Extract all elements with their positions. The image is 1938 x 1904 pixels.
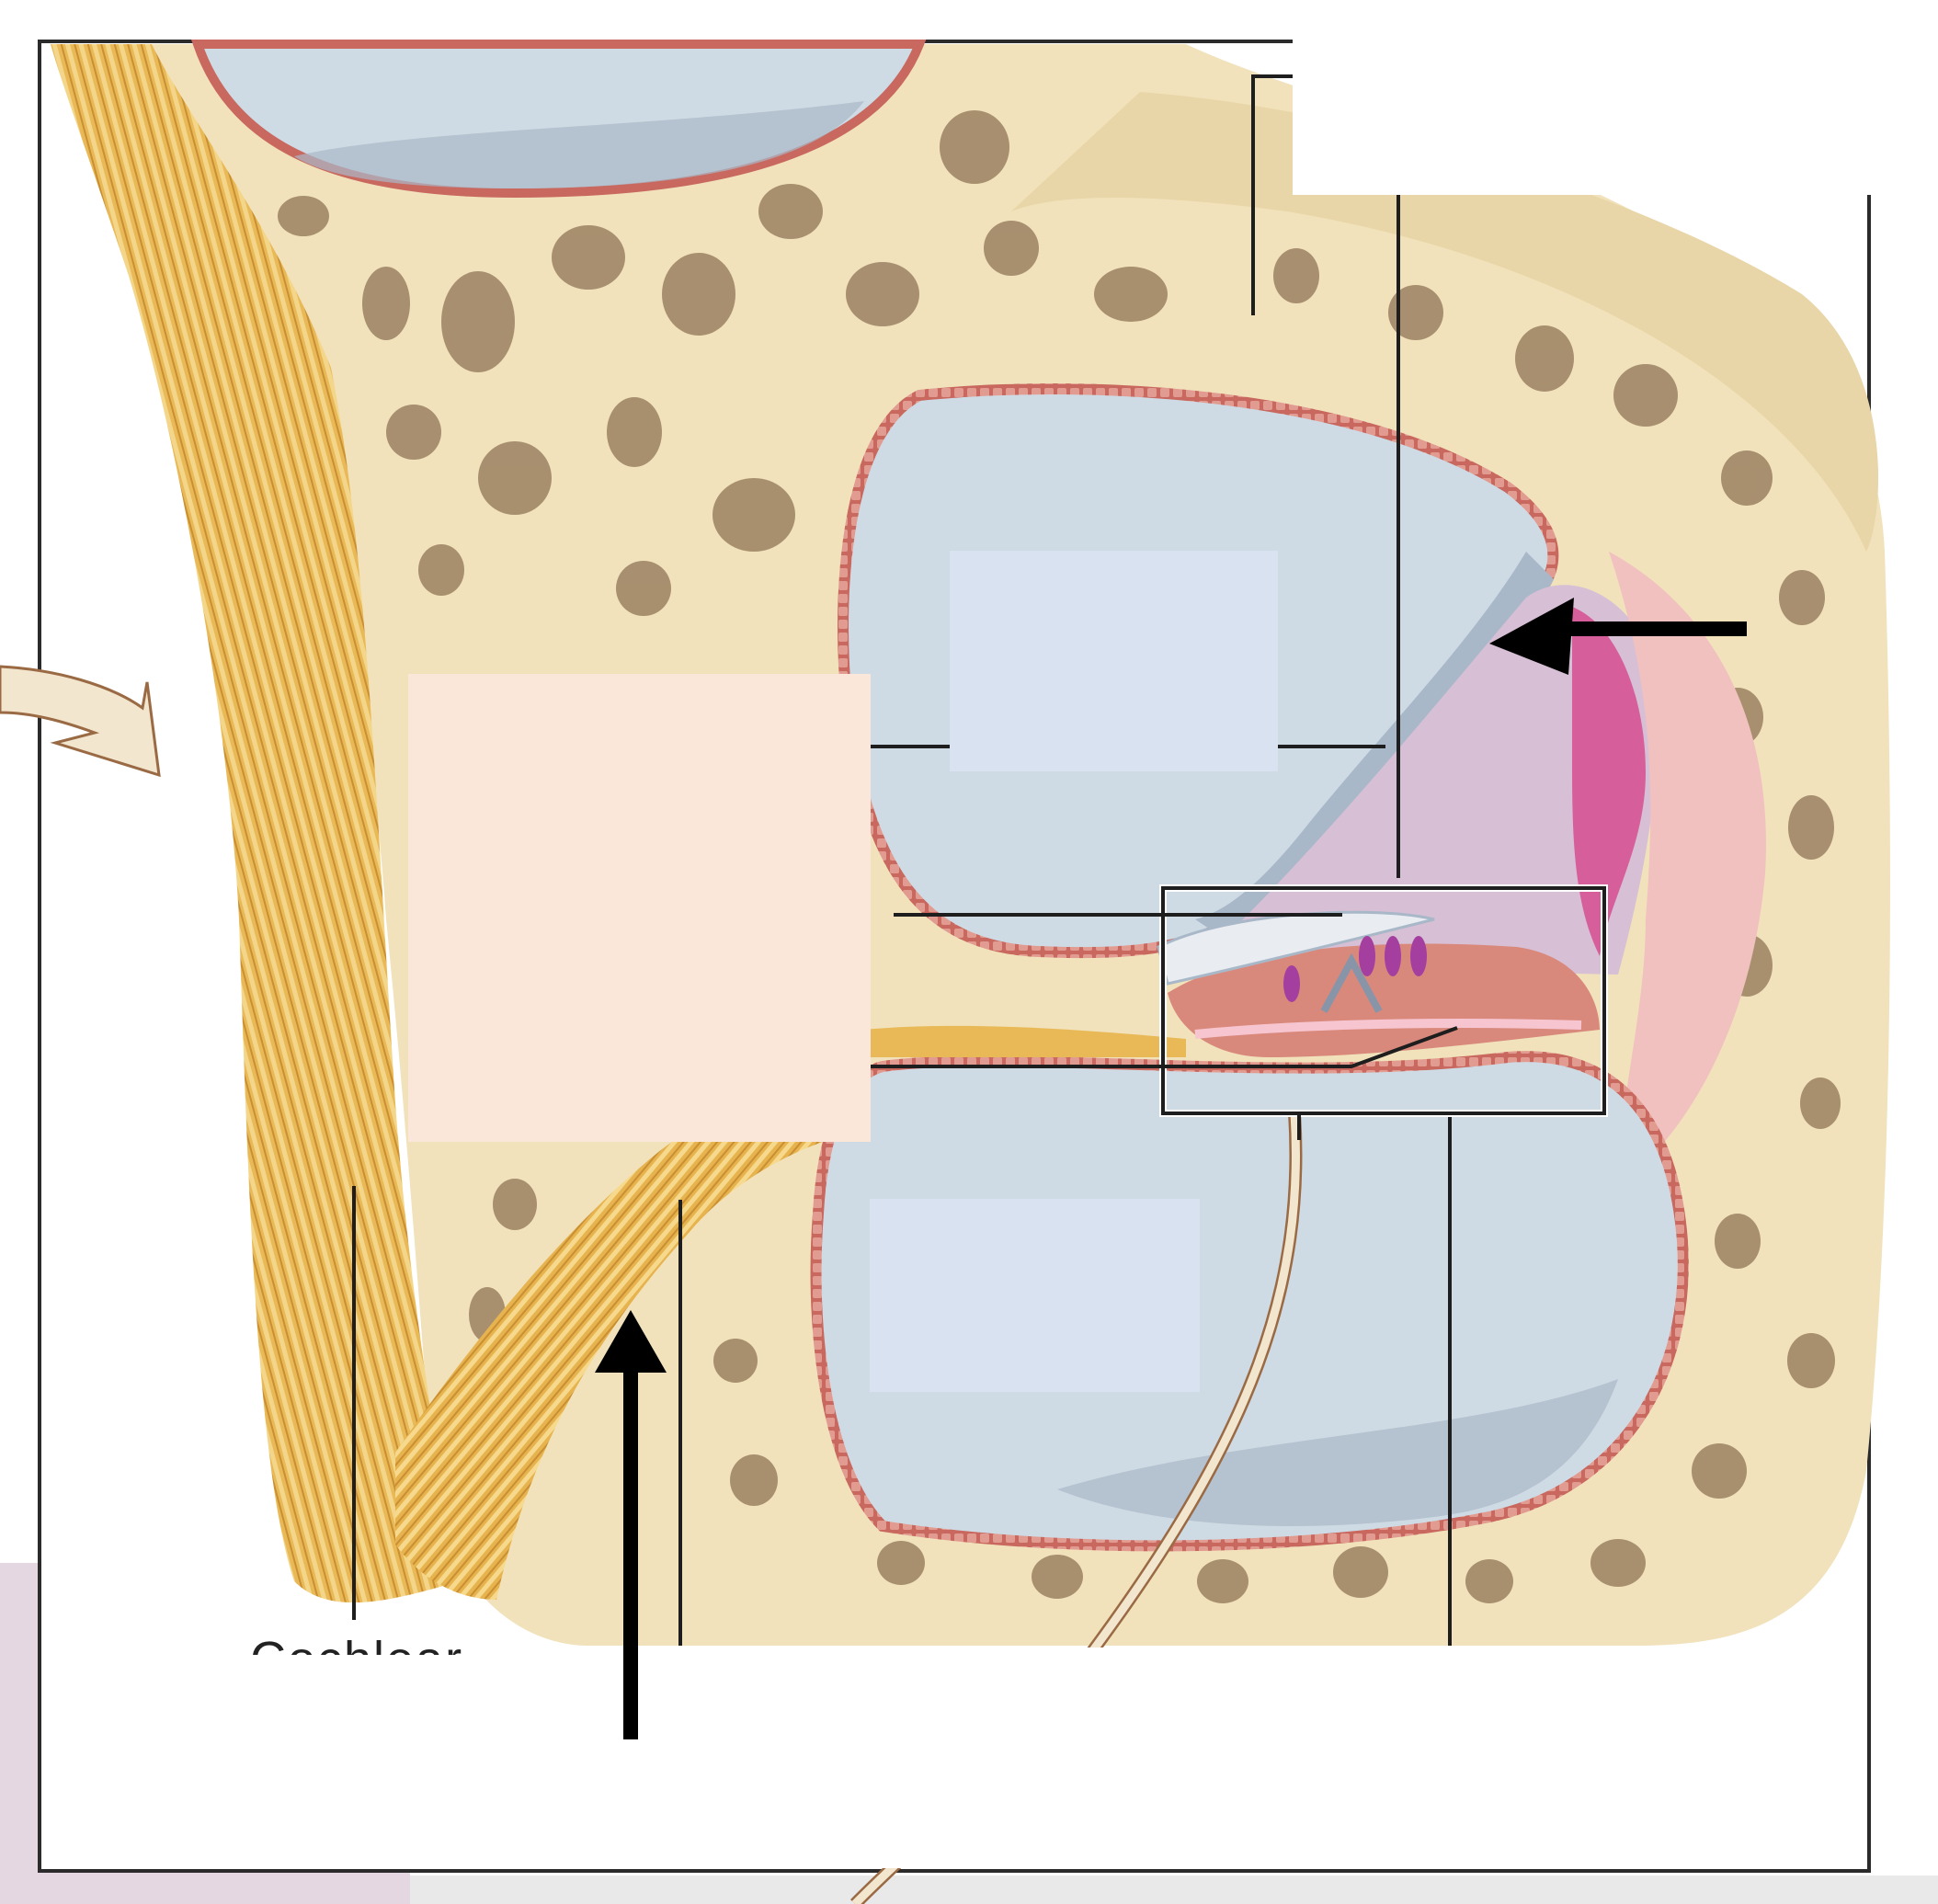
cochlear-nerve-branch	[395, 1076, 864, 1600]
basilar-membrane	[1194, 1019, 1582, 1039]
peach-label-box	[408, 674, 871, 1142]
tunnel-of-corti	[1320, 952, 1383, 1013]
organ-of-corti-inset-box	[1161, 886, 1606, 1115]
top-right-label-box	[1293, 0, 1897, 195]
cochlear-duct	[1195, 585, 1658, 975]
scala-tympani-label-box	[870, 1199, 1200, 1392]
cochlear-nerve-partial-label: Cochlear	[250, 1635, 463, 1655]
stria-vascularis	[1572, 607, 1646, 956]
hair-cells	[1283, 936, 1427, 1002]
spiral-ligament	[1609, 552, 1766, 1186]
vestibular-membrane	[1195, 552, 1554, 938]
curved-arrow-icon	[0, 665, 161, 778]
bone-marrow-spots	[278, 110, 1841, 1603]
tectorial-membrane	[1157, 910, 1435, 986]
scala-vestibuli-label-box	[950, 551, 1278, 771]
cochlear-nerve-trunk	[51, 44, 460, 1603]
bottom-pointer-arrow-shaft	[623, 1636, 638, 1739]
spiral-nerve-fibers	[864, 1025, 1186, 1057]
bottom-label-strip	[43, 1647, 1865, 1868]
right-pointer-arrow	[1489, 598, 1747, 675]
